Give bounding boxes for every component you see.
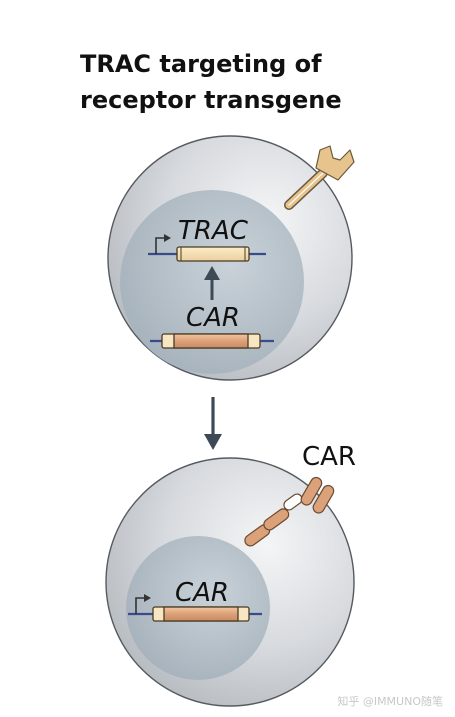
top-cell: TRAC CAR (107, 135, 355, 381)
car-donor-label: CAR (186, 303, 240, 333)
insertion-arrow-icon (204, 266, 220, 300)
car-receptor-icon (244, 476, 335, 547)
car-receptor-label: CAR (302, 442, 356, 472)
transition-arrow-icon (204, 397, 222, 450)
integrated-car-gene-box (163, 606, 239, 622)
car-transgene-donor: CAR (150, 303, 274, 349)
integrated-promoter-arrow-icon (135, 597, 146, 614)
integrated-car-label: CAR (175, 578, 229, 608)
title-line-2: receptor transgene (80, 86, 342, 114)
title-line-1: TRAC targeting of (80, 50, 322, 78)
watermark: 知乎 @IMMUNO随笔 (337, 695, 443, 708)
car-donor-gene-box (173, 333, 249, 349)
endogenous-tcr-receptor-icon (284, 145, 355, 210)
bottom-cell: CAR CAR (105, 442, 356, 707)
trac-promoter-arrow-icon (155, 237, 166, 254)
integrated-car-locus: CAR (128, 578, 262, 622)
trac-locus: TRAC (148, 216, 266, 262)
trac-gene-box (176, 246, 250, 262)
trac-gene-label: TRAC (178, 216, 249, 246)
